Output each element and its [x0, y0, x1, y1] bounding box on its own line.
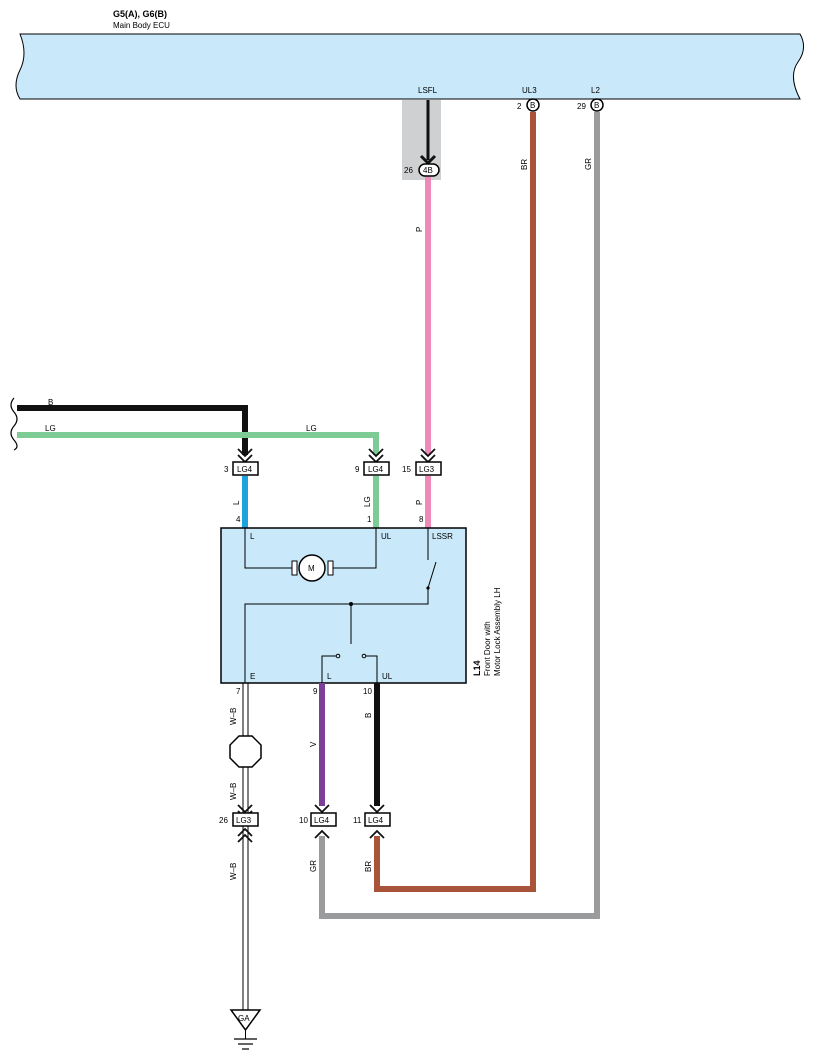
- wire-label-wb1: W–B: [229, 708, 238, 725]
- connector-c5-name: LG4: [314, 816, 330, 825]
- wire-label-p-lower: P: [415, 500, 424, 505]
- wire-label-v: V: [309, 741, 318, 747]
- ecu-terminal-ul3-pin: 2: [517, 102, 522, 111]
- input-wire-lg: [17, 432, 379, 455]
- ecu-code: G5(A), G6(B): [113, 9, 167, 19]
- motor-circuit: [244, 528, 377, 569]
- ecu-name: Main Body ECU: [113, 21, 170, 30]
- gray-wire: [319, 112, 600, 919]
- junction-connector: [418, 163, 440, 177]
- wire-label-p-upper: P: [415, 227, 424, 232]
- connector-c3-pin: 15: [402, 465, 411, 474]
- connector-c4-name: LG3: [236, 816, 252, 825]
- motor-lock-assembly: L UL LSSR M E L UL: [220, 527, 467, 684]
- component-label-top-l: L: [250, 532, 255, 541]
- connector-c2-pin: 9: [355, 465, 360, 474]
- component-body: [220, 527, 467, 684]
- connector-c3-name: LG3: [419, 465, 435, 474]
- arrow-c6-top: [369, 804, 385, 814]
- component-label-bottom-l: L: [327, 672, 332, 681]
- wire-label-wb3: W–B: [229, 863, 238, 880]
- switch-contact-l: [335, 653, 341, 659]
- component-pin-top-8: 8: [419, 515, 424, 524]
- ecu-terminal-l2-connector: B: [594, 101, 599, 110]
- junction-arrow: [419, 154, 437, 166]
- component-pin-bottom-9: 9: [313, 687, 318, 696]
- component-pin-top-1: 1: [367, 515, 372, 524]
- switch-contact-ul: [361, 653, 367, 659]
- component-pin-bottom-10: 10: [363, 687, 372, 696]
- ecu-terminal-ul3-connector: B: [530, 101, 535, 110]
- connector-c5-pin: 10: [299, 816, 308, 825]
- ecu-terminal-ul3-circle: [526, 98, 540, 112]
- motor-label: M: [308, 564, 315, 573]
- lssr-switch: [244, 528, 429, 683]
- junction-pin: 26: [404, 166, 413, 175]
- connector-c1-name: LG4: [237, 465, 253, 474]
- switch-wiring: [321, 655, 378, 683]
- connector-c3: [415, 461, 442, 476]
- arrow-c4-bottom: [237, 827, 253, 843]
- arrow-c5-top: [314, 804, 330, 814]
- input-wire-b: [17, 405, 248, 455]
- motor-brush-right: [327, 560, 334, 576]
- connector-c6-name: LG4: [368, 816, 384, 825]
- input-wire-lg-label: LG: [45, 424, 56, 433]
- ground-label: GA: [238, 1014, 250, 1023]
- ecu-terminal-lsfl-label: LSFL: [418, 86, 438, 95]
- ecu-terminal-l2-pin: 29: [577, 102, 586, 111]
- wire-label-b: B: [364, 713, 373, 718]
- wire-label-gr-lower: GR: [309, 860, 318, 872]
- connector-c4: [232, 812, 259, 827]
- arrow-c6-bottom: [369, 829, 385, 839]
- ecu-terminal-l2-circle: [590, 98, 604, 112]
- wire-label-wb2: W–B: [229, 783, 238, 800]
- motor-icon: [298, 554, 326, 582]
- connector-c2: [363, 461, 390, 476]
- wb-wire: [242, 683, 249, 1010]
- wire-break-mark: [10, 397, 18, 451]
- wire-label-l: L: [232, 500, 241, 505]
- component-label-top-ul: UL: [381, 532, 392, 541]
- junction-connector-label: 4B: [423, 166, 433, 175]
- arrow-c5-bottom: [314, 829, 330, 839]
- component-label-bottom-ul: UL: [382, 672, 393, 681]
- component-pin-bottom-7: 7: [236, 687, 241, 696]
- ground-triangle: [229, 1009, 262, 1032]
- connector-c6-pin: 11: [353, 816, 362, 825]
- input-wire-b-label: B: [48, 398, 53, 407]
- connector-c5: [310, 812, 337, 827]
- connector-c1-pin: 3: [224, 465, 229, 474]
- connector-c6: [364, 812, 391, 827]
- input-wire-lg-label-right: LG: [306, 424, 317, 433]
- component-label-bottom-e: E: [250, 672, 255, 681]
- brown-wire: [374, 112, 536, 892]
- splice-octagon: [229, 735, 262, 768]
- ecu-terminal-l2-label: L2: [591, 86, 600, 95]
- lssr-switch-blade: [427, 561, 437, 589]
- wire-label-br-upper: BR: [520, 159, 529, 170]
- motor-brush-left: [291, 560, 298, 576]
- component-label-top-lssr: LSSR: [432, 532, 453, 541]
- ecu-body: [15, 33, 804, 100]
- wire-label-lg: LG: [363, 496, 372, 507]
- main-body-ecu: G5(A), G6(B) Main Body ECU: [15, 9, 804, 100]
- component-name-line1: Front Door with: [483, 621, 492, 676]
- component-code: L14: [472, 660, 482, 676]
- wire-label-br-lower: BR: [364, 861, 373, 872]
- lssr-switch-contact: [426, 586, 430, 590]
- connector-c1: [232, 461, 259, 476]
- ecu-terminal-ul3-label: UL3: [522, 86, 537, 95]
- connector-c2-name: LG4: [368, 465, 384, 474]
- connector-c4-pin: 26: [219, 816, 228, 825]
- wire-label-gr-upper: GR: [584, 158, 593, 170]
- component-name-line2: Motor Lock Assembly LH: [493, 587, 502, 676]
- component-pin-top-4: 4: [236, 515, 241, 524]
- ground-icon: [234, 1030, 257, 1050]
